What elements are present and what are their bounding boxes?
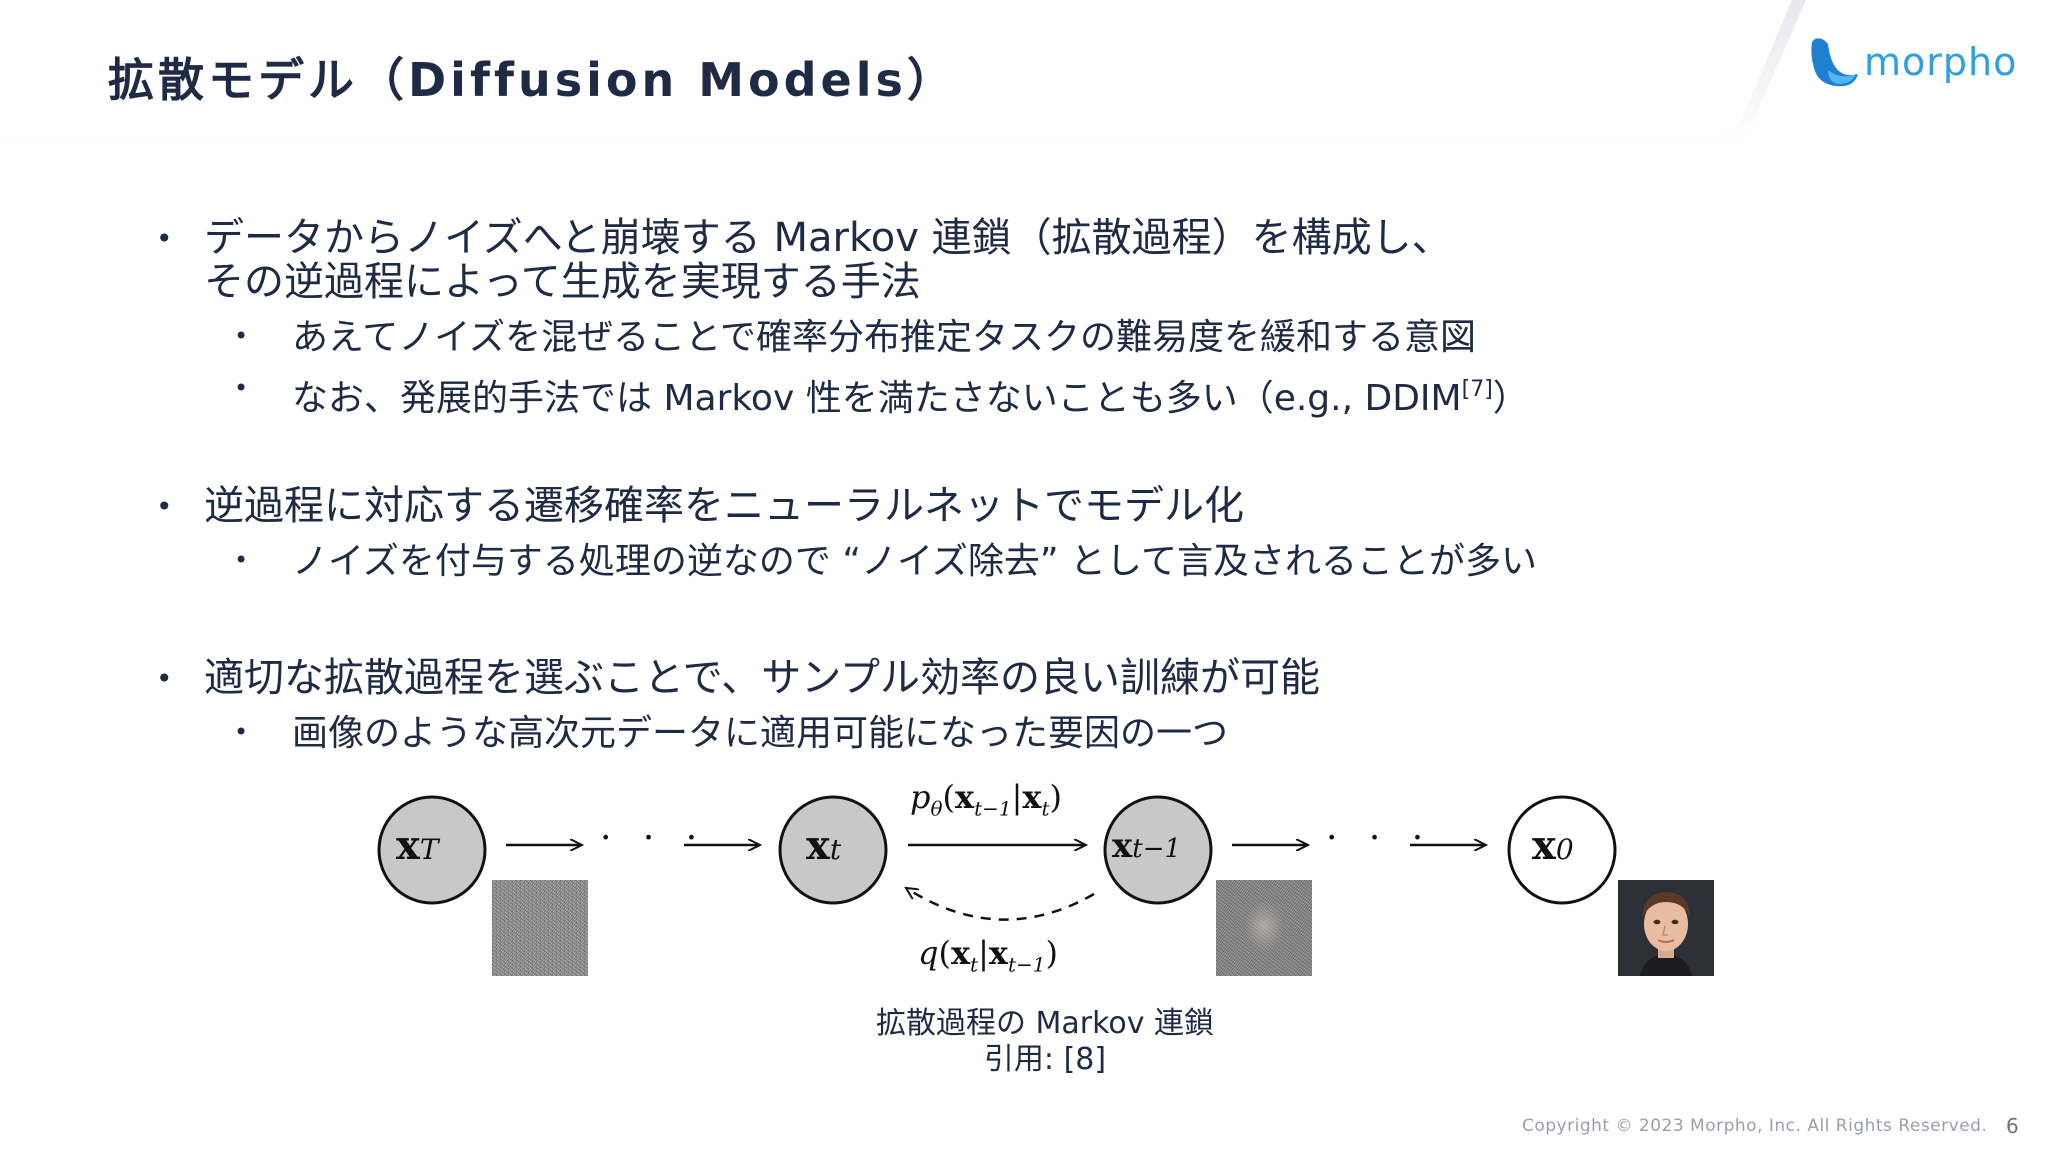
math-bar: |: [1011, 778, 1023, 816]
face-photo-x0: [1618, 880, 1714, 976]
bullet-2-sub-1: ノイズを付与する処理の逆なので “ノイズ除去” として言及されることが多い: [292, 541, 1537, 582]
bullet-dot: •: [156, 222, 173, 255]
node-var: x: [1532, 822, 1556, 869]
node-x0-label: x0: [1532, 822, 1574, 869]
footer-copyright: Copyright © 2023 Morpho, Inc. All Rights…: [1522, 1116, 1988, 1136]
math-p: p: [910, 778, 931, 816]
math-sub: t−1: [974, 796, 1012, 821]
math-sub: t: [970, 952, 979, 977]
header-band: [0, 0, 1806, 146]
morpho-logo: morpho: [1806, 34, 2016, 90]
node-sub: t: [829, 833, 842, 866]
math-sub: t: [1041, 796, 1050, 821]
sub-bullet-dot: •: [234, 546, 249, 574]
bullet-dot: •: [156, 662, 173, 695]
node-sub: T: [419, 833, 439, 866]
node-xt-label: xt: [806, 822, 841, 869]
bullet-dot: •: [156, 490, 173, 523]
ellipsis-left: · · ·: [600, 818, 708, 859]
slide-title: 拡散モデル（Diffusion Models）: [108, 53, 957, 107]
math-paren: ): [1049, 778, 1063, 816]
bullet-1-line1: データからノイズへと崩壊する Markov 連鎖（拡散過程）を構成し、: [204, 215, 1452, 261]
ellipsis-right: · · ·: [1326, 818, 1434, 859]
bullet-1-line2: その逆過程によって生成を実現する手法: [204, 259, 921, 305]
math-x: x: [950, 934, 971, 972]
math-q: q: [918, 934, 939, 972]
forward-transition-label: q(xt|xt−1): [918, 934, 1058, 976]
bullet-3-sub-1: 画像のような高次元データに適用可能になった要因の一つ: [292, 713, 1229, 754]
math-paren: ): [1045, 934, 1058, 972]
node-xT-label: xT: [396, 822, 439, 869]
morpho-logo-icon: [1811, 38, 1858, 87]
noise-image-xT: [492, 880, 588, 976]
math-x: x: [955, 778, 975, 816]
sub-bullet-dot: •: [234, 718, 249, 746]
node-var: x: [396, 822, 420, 869]
math-bar: |: [978, 934, 989, 972]
logo-text: morpho: [1864, 40, 2018, 84]
bullet-2-line1: 逆過程に対応する遷移確率をニューラルネットでモデル化: [204, 483, 1244, 529]
bullet-1-sub-2-close: ）: [1492, 378, 1529, 419]
bullet-1-sub-2-text: なお、発展的手法では Markov 性を満たさないことも多い（e.g., DDI…: [292, 378, 1462, 419]
math-x: x: [1022, 778, 1042, 816]
node-var: x: [806, 822, 830, 869]
sub-bullet-dot: •: [234, 322, 249, 350]
bullet-1-sub-1: あえてノイズを混ぜることで確率分布推定タスクの難易度を緩和する意図: [292, 317, 1477, 358]
citation-7: [7]: [1461, 377, 1493, 402]
page-number: 6: [2006, 1114, 2019, 1138]
node-sub: t−1: [1132, 834, 1182, 864]
math-theta: θ: [930, 796, 943, 821]
node-sub: 0: [1555, 833, 1574, 866]
node-var: x: [1112, 826, 1133, 866]
reverse-transition-label: pθ(xt−1|xt): [910, 778, 1062, 820]
dashed-arrow-forward-process: [906, 888, 1095, 921]
figure-citation: 引用: [8]: [983, 1042, 1107, 1077]
math-paren: (: [938, 934, 951, 972]
math-sub: t−1: [1007, 952, 1046, 977]
partially-noisy-image: [1216, 880, 1312, 976]
node-xt-1-label: xt−1: [1112, 826, 1181, 866]
figure-caption: 拡散過程の Markov 連鎖: [875, 1006, 1215, 1041]
bullet-3-line1: 適切な拡散過程を選ぶことで、サンプル効率の良い訓練が可能: [204, 655, 1320, 701]
math-x: x: [988, 934, 1008, 972]
sub-bullet-dot: •: [234, 374, 249, 402]
face-illustration: [1618, 880, 1714, 976]
bullet-1-sub-2: なお、発展的手法では Markov 性を満たさないことも多い（e.g., DDI…: [292, 370, 1529, 419]
math-paren: (: [942, 778, 956, 816]
